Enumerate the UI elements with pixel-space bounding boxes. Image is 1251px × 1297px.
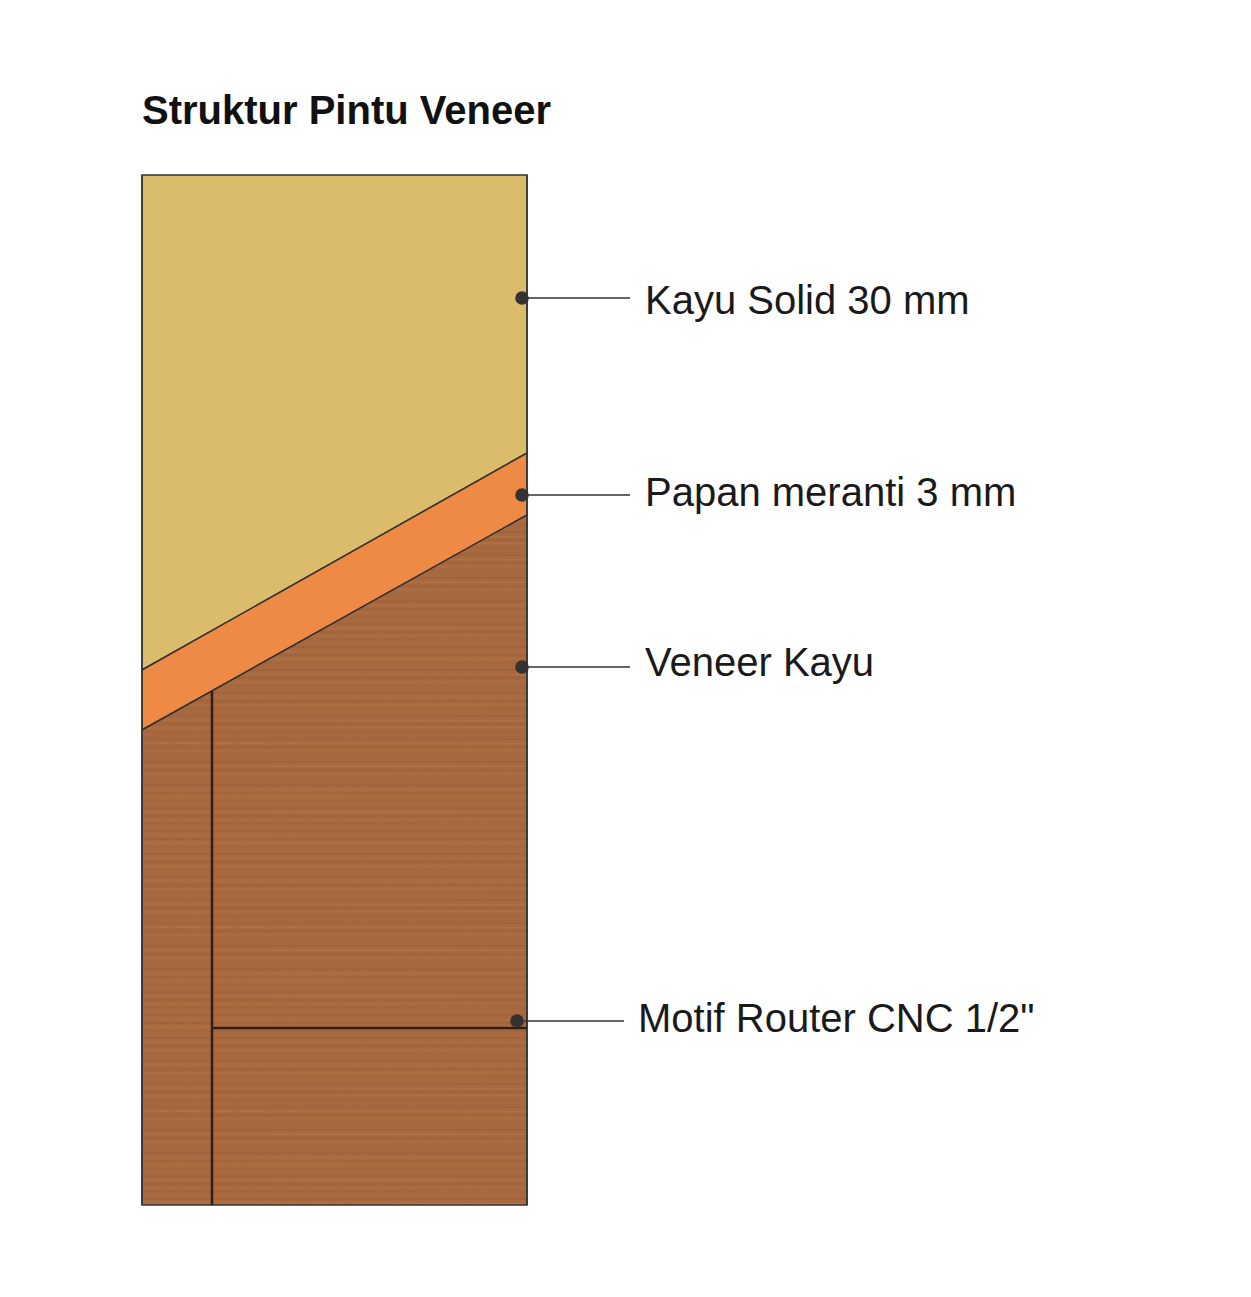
leader-line bbox=[517, 1020, 624, 1022]
part-label: Veneer Kayu bbox=[645, 642, 874, 682]
outline bbox=[141, 175, 143, 1205]
diagram-title: Struktur Pintu Veneer bbox=[142, 90, 551, 130]
outline bbox=[526, 175, 528, 1205]
leader-line bbox=[522, 297, 630, 299]
router-groove bbox=[212, 1027, 527, 1030]
part-label: Motif Router CNC 1/2" bbox=[638, 998, 1035, 1038]
part-label: Kayu Solid 30 mm bbox=[645, 280, 970, 320]
wood-veneer bbox=[142, 515, 527, 1205]
leader-line bbox=[522, 494, 630, 496]
leader-lines bbox=[511, 292, 630, 1027]
router-groove bbox=[211, 691, 214, 1205]
part-label: Papan meranti 3 mm bbox=[645, 472, 1016, 512]
leader-line bbox=[522, 666, 630, 668]
